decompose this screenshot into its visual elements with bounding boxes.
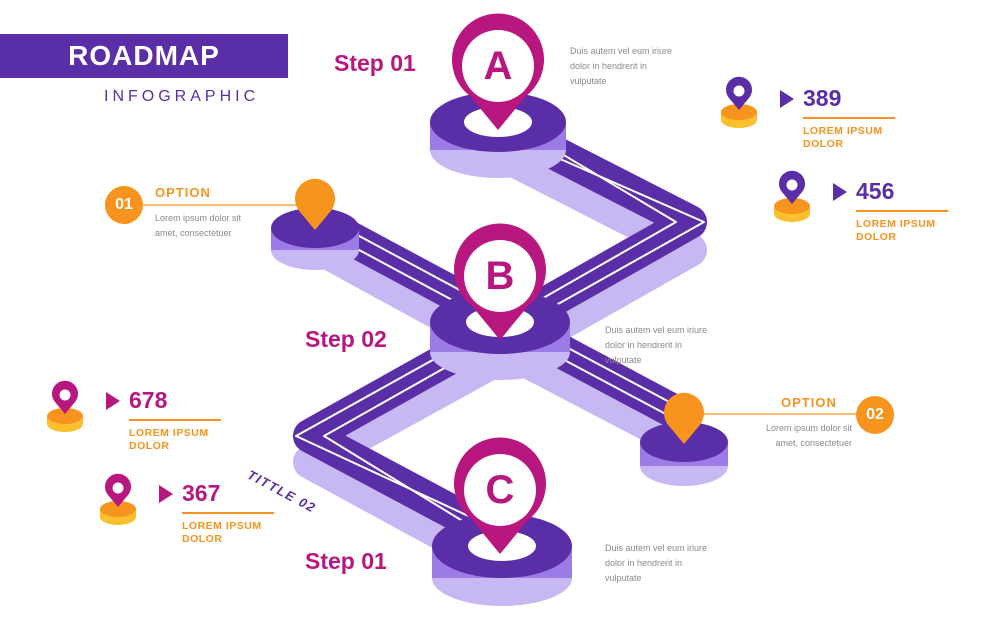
option-label-02: OPTION [781, 395, 837, 410]
map-pin-icon [454, 223, 547, 340]
location-pin-icon [721, 76, 757, 128]
stat-underline [856, 210, 948, 212]
stat-value: 389 [803, 85, 842, 111]
stat-value: 456 [856, 178, 895, 204]
platform-a [430, 92, 566, 178]
play-arrow-icon [106, 392, 120, 410]
stat-underline [129, 419, 221, 421]
stat-underline [803, 117, 895, 119]
map-pin-icon [452, 13, 545, 130]
stat-underline [182, 512, 274, 514]
play-arrow-icon [780, 90, 794, 108]
location-pin-icon [100, 473, 136, 525]
option-badge-02: 02 [856, 396, 894, 434]
option-pin-icon [295, 178, 335, 230]
step-c-letter: C [485, 468, 515, 512]
option-label-01: OPTION [155, 185, 211, 200]
map-pin-icon [454, 437, 547, 554]
stat-value: 678 [129, 387, 168, 413]
step-c-label: Step 01 [305, 548, 387, 574]
page-title: ROADMAP [68, 40, 220, 71]
play-arrow-icon [159, 485, 173, 503]
location-pin-icon [774, 170, 810, 222]
step-b-label: Step 02 [305, 326, 387, 352]
page-subtitle: INFOGRAPHIC [104, 88, 260, 105]
step-a-letter: A [483, 44, 513, 88]
play-arrow-icon [833, 183, 847, 201]
location-pin-icon [47, 380, 83, 432]
step-b-letter: B [485, 254, 515, 298]
title-bar [0, 34, 288, 78]
step-a-label: Step 01 [334, 50, 416, 76]
option-pin-icon [663, 392, 704, 444]
stat-value: 367 [182, 480, 221, 506]
option-badge-01: 01 [105, 186, 143, 224]
